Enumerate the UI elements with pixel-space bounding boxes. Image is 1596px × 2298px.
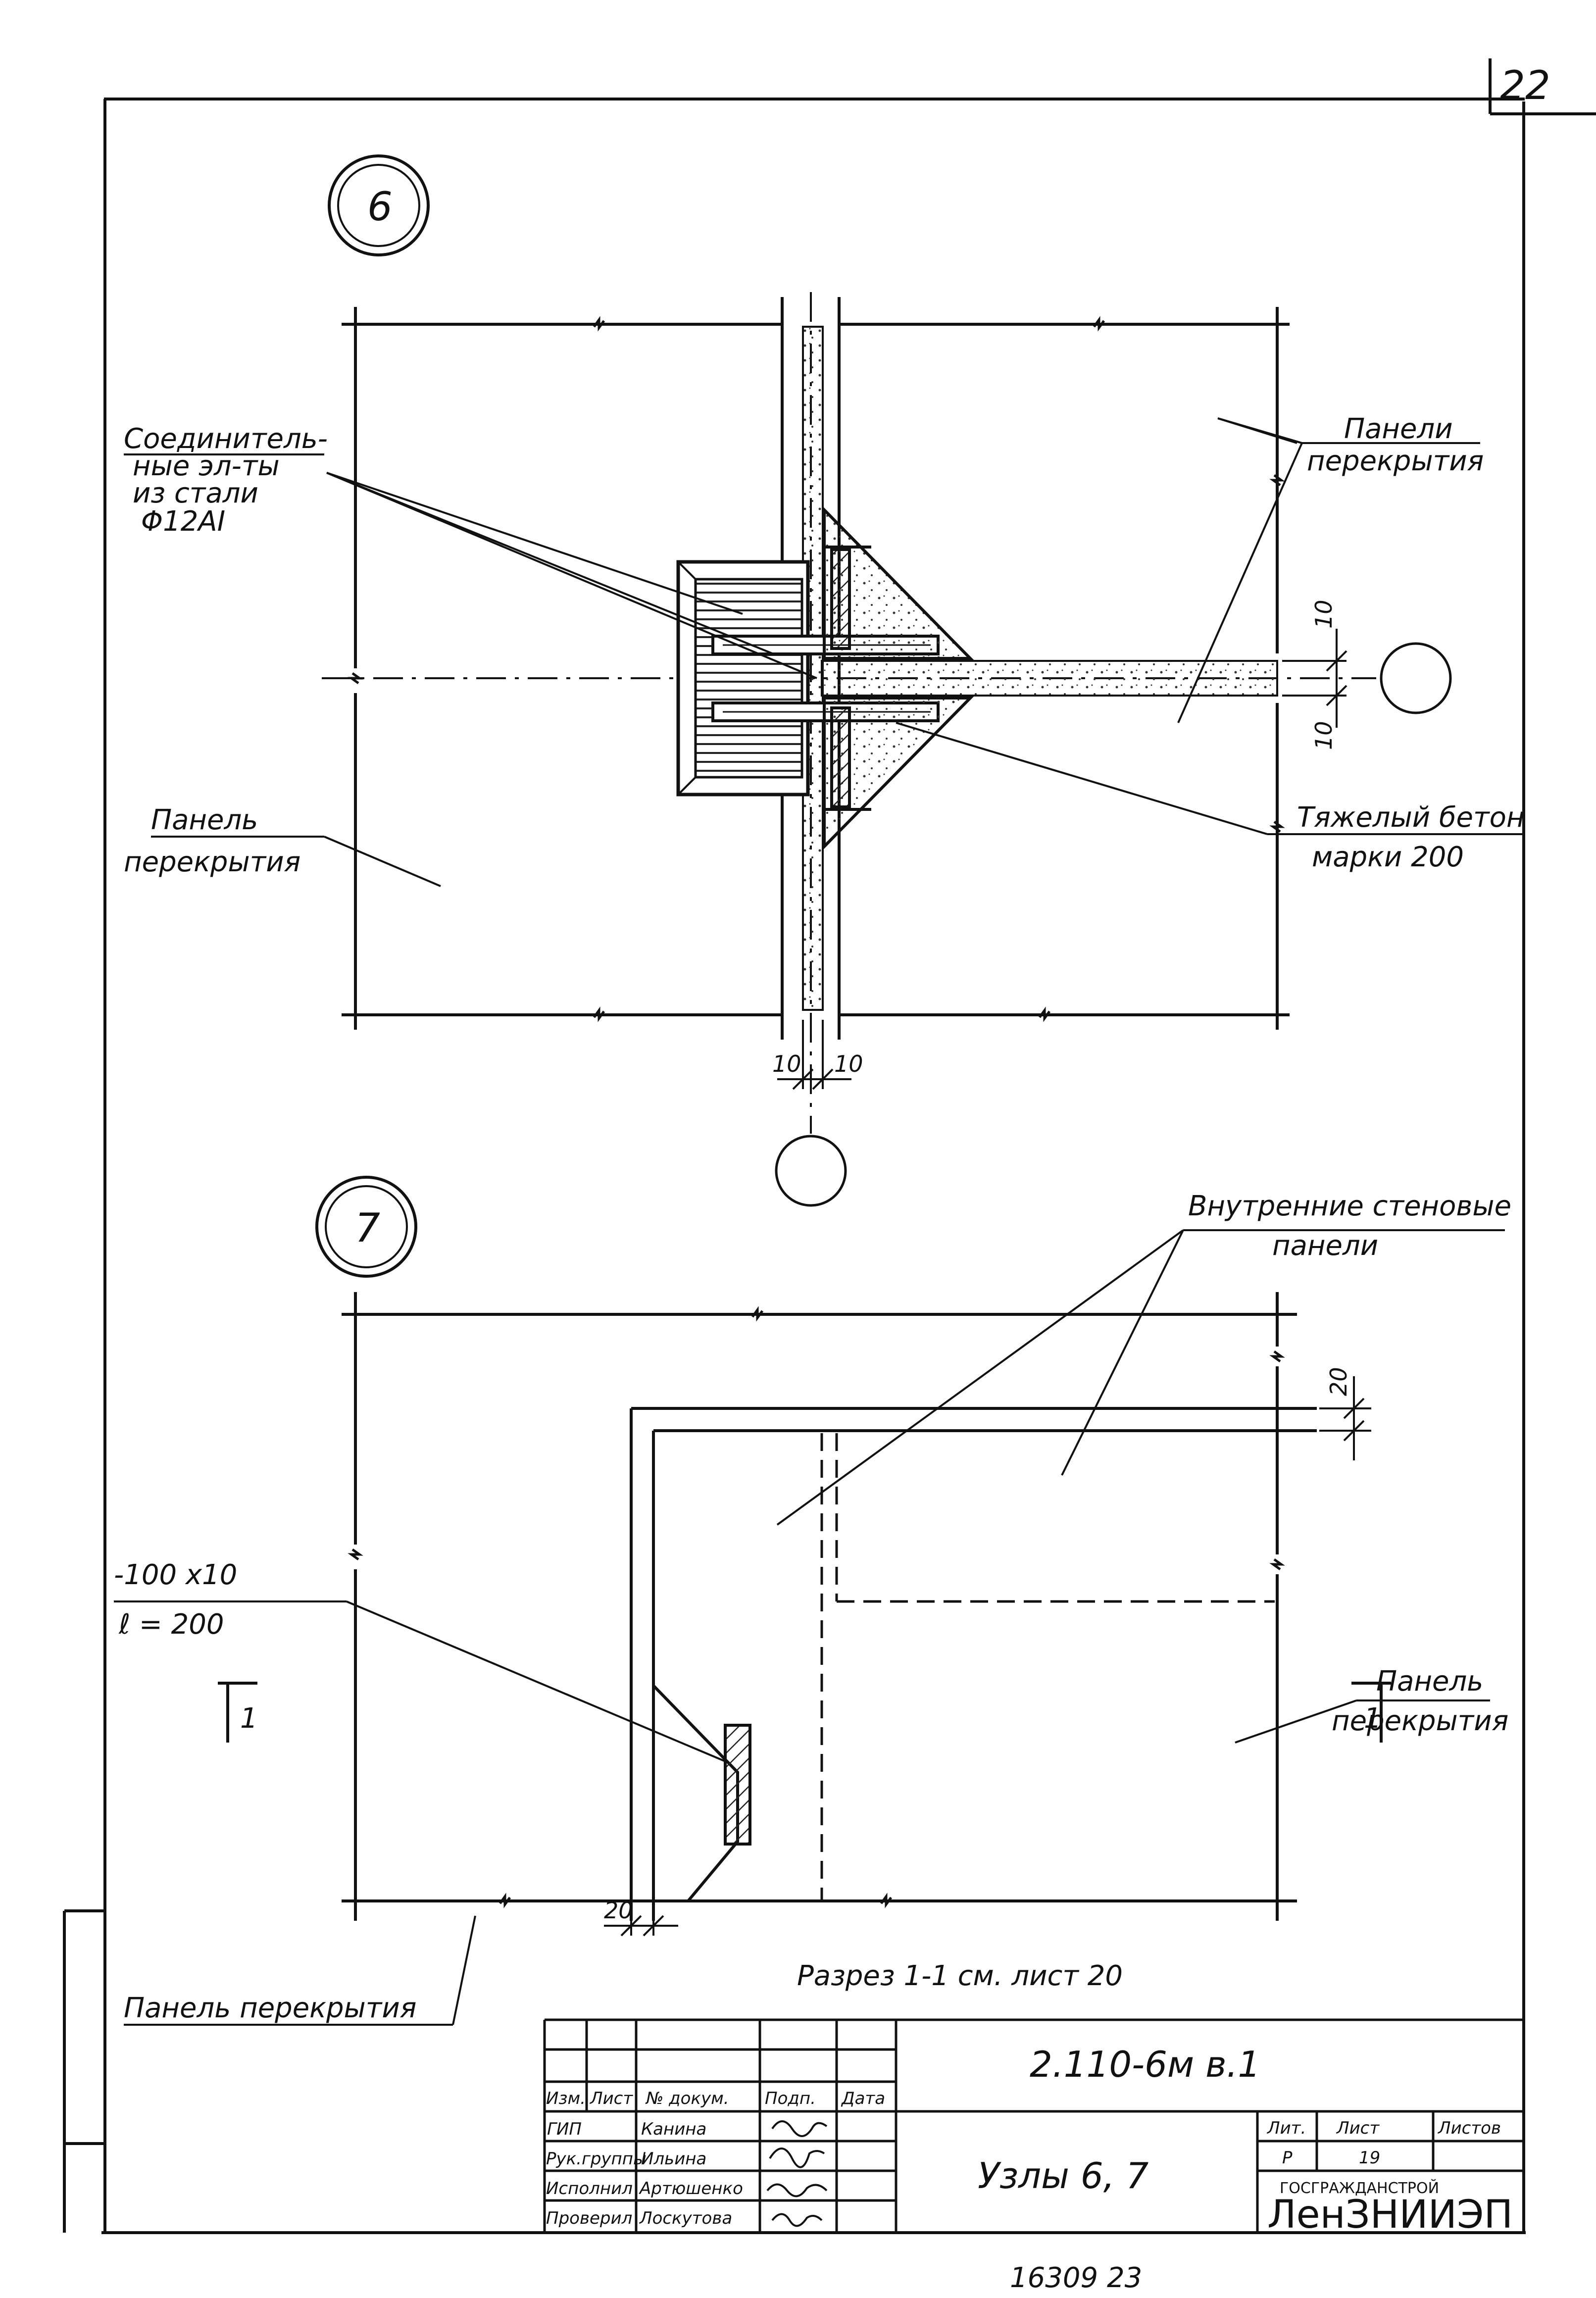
svg-text:Внутренние стеновые: Внутренние стеновые xyxy=(1188,1190,1511,1222)
svg-text:перекрытия: перекрытия xyxy=(1332,1705,1508,1737)
section-mark-right xyxy=(1351,1682,1391,1743)
row-name: Артюшенко xyxy=(639,2179,743,2198)
node-7-wall-label: Внутренние стеновые панели xyxy=(1188,1190,1511,1262)
section-mark-left xyxy=(218,1682,257,1743)
svg-text:Панель: Панель xyxy=(1376,1665,1483,1698)
svg-text:-100 x10: -100 x10 xyxy=(114,1559,237,1591)
row-name: Лоскутова xyxy=(639,2208,732,2228)
svg-text:ℓ = 200: ℓ = 200 xyxy=(118,1608,224,1641)
title-block-text: 2.110-6м в.1 Узлы 6, 7 Изм. Лист № докум… xyxy=(546,2044,1513,2237)
row-name: Ильина xyxy=(641,2149,706,2169)
node-7-dim-top: 20 xyxy=(1325,1367,1352,1396)
node-6: 6 xyxy=(124,154,1525,1207)
section-mark-right-label: 1 xyxy=(1364,1702,1382,1735)
node-6-marker xyxy=(328,154,430,256)
node-6-panel-label: Панель перекрытия xyxy=(124,804,300,878)
svg-text:Тяжелый бетон: Тяжелый бетон xyxy=(1297,801,1524,834)
svg-text:перекрытия: перекрытия xyxy=(1307,445,1484,477)
node-7-panel-bottom-label: Панель перекрытия xyxy=(124,1992,416,2024)
sheet-frame xyxy=(63,58,1596,2234)
lit-header: Лит. xyxy=(1266,2118,1306,2138)
org-small: ГОСГРАЖДАНСТРОЙ xyxy=(1280,2179,1439,2197)
signatures xyxy=(766,2120,828,2227)
row-name: Канина xyxy=(641,2119,706,2139)
sheet-header: Лист xyxy=(1336,2118,1380,2138)
bottom-number: 16309 23 xyxy=(1010,2262,1142,2294)
row-role: Исполнил xyxy=(546,2179,633,2198)
header-sign: Подп. xyxy=(765,2089,816,2108)
row-role: Проверил xyxy=(546,2208,632,2228)
node-7-marker xyxy=(315,1176,417,1278)
svg-text:Панели: Панели xyxy=(1344,413,1453,445)
org-name: ЛенЗНИИЭП xyxy=(1267,2193,1513,2237)
svg-text:Панель: Панель xyxy=(151,804,258,836)
node-6-grout-haunch xyxy=(823,506,974,850)
header-doc: № докум. xyxy=(645,2089,729,2108)
svg-text:из стали: из стали xyxy=(133,477,258,509)
row-role: Рук.группы xyxy=(546,2149,647,2169)
node-6-connector-label: Соединитель- ные эл-ты из стали Φ12AI xyxy=(124,423,328,538)
node-6-embedded-block xyxy=(676,560,810,797)
node-7-panel-right-label: Панель перекрытия xyxy=(1332,1665,1508,1737)
svg-text:Φ12AI: Φ12AI xyxy=(141,505,225,538)
node-7-panel-outline xyxy=(342,1292,1317,1921)
section-note: Разрез 1-1 см. лист 20 xyxy=(797,1960,1123,1992)
node-6-dim-bottom-left: 10 xyxy=(772,1050,801,1077)
node-6-concrete-label: Тяжелый бетон марки 200 xyxy=(1297,801,1524,873)
row-role: ГИП xyxy=(547,2119,582,2139)
node-7: 7 xyxy=(114,1176,1511,2026)
header-izm: Изм. xyxy=(546,2089,586,2108)
lit-value: Р xyxy=(1282,2148,1293,2168)
section-mark-left-label: 1 xyxy=(240,1702,258,1735)
node-6-dim-bottom-right: 10 xyxy=(834,1050,863,1077)
svg-text:перекрытия: перекрытия xyxy=(124,846,300,878)
node-7-number: 7 xyxy=(355,1205,380,1251)
header-date: Дата xyxy=(841,2089,885,2108)
node-6-dim-right-bottom: 10 xyxy=(1310,721,1337,750)
node-7-steel-plate xyxy=(652,1684,751,1902)
svg-text:марки 200: марки 200 xyxy=(1312,841,1464,873)
sheets-header: Листов xyxy=(1437,2118,1501,2138)
node-6-number: 6 xyxy=(367,184,393,230)
doc-title: Узлы 6, 7 xyxy=(978,2155,1148,2197)
svg-text:панели: панели xyxy=(1272,1230,1378,1262)
header-list: Лист xyxy=(589,2089,633,2108)
node-6-dim-right-top: 10 xyxy=(1310,599,1337,629)
svg-text:Соединитель-: Соединитель- xyxy=(124,423,328,455)
sheet-value: 19 xyxy=(1359,2148,1380,2168)
node-7-plate-label: -100 x10 ℓ = 200 xyxy=(114,1559,237,1641)
title-block xyxy=(543,2018,1524,2233)
node-7-dim-bottom: 20 xyxy=(604,1897,633,1924)
doc-code: 2.110-6м в.1 xyxy=(1030,2044,1260,2085)
sheet-number: 22 xyxy=(1500,62,1550,108)
node-6-panels-label: Панели перекрытия xyxy=(1307,413,1484,477)
